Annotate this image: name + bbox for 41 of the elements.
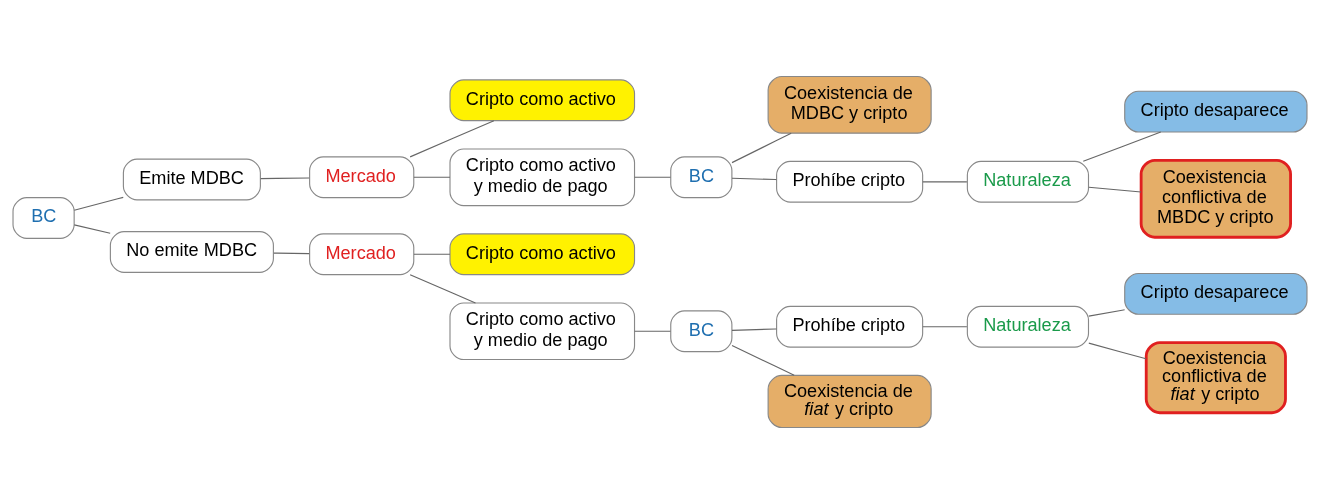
node-box: Cripto desaparece <box>1124 272 1308 315</box>
node-box: Naturaleza <box>966 305 1090 348</box>
node-box: Cripto como activo y medio de pago <box>449 148 636 207</box>
node-box: Prohíbe cripto <box>776 160 924 203</box>
connector <box>731 132 792 164</box>
connector <box>731 177 777 181</box>
node-box: Cripto como activo y medio de pago <box>449 302 636 361</box>
node-box: Mercado <box>309 156 415 199</box>
node-box: Cripto como activo <box>449 79 636 122</box>
connector <box>731 328 777 331</box>
node-box: BC <box>12 197 75 239</box>
connector <box>731 344 795 376</box>
node-box: Coexistencia conflictiva de MBDC y cripto <box>1139 158 1292 239</box>
node-box: Naturaleza <box>966 160 1090 203</box>
node-box: Coexistencia de fiat y cripto <box>767 374 932 429</box>
connector <box>634 330 672 332</box>
node-box: Cripto desaparece <box>1124 90 1308 133</box>
connector <box>922 326 968 328</box>
connector <box>73 196 124 211</box>
node-box: Coexistencia de MDBC y cripto <box>767 75 932 134</box>
connector <box>922 181 968 183</box>
connector <box>409 274 477 304</box>
connector <box>73 224 111 234</box>
connector <box>273 252 310 255</box>
connector <box>1088 309 1126 317</box>
connector <box>634 176 672 178</box>
connector <box>409 120 495 158</box>
connector <box>1082 131 1162 162</box>
node-box: Mercado <box>309 233 415 276</box>
node-box: No emite MDBC <box>109 231 274 273</box>
node-box: Coexistencia conflictiva de fiat y cripto <box>1144 341 1287 415</box>
connector <box>413 176 451 178</box>
node-box: Emite MDBC <box>122 158 261 201</box>
connector <box>260 177 310 180</box>
connector <box>1088 342 1147 360</box>
node-box: Cripto como activo <box>449 233 636 276</box>
node-box: Prohíbe cripto <box>776 305 924 348</box>
connector <box>1088 186 1142 193</box>
connector <box>413 253 451 255</box>
node-box: BC <box>670 156 733 199</box>
node-box: BC <box>670 310 733 353</box>
